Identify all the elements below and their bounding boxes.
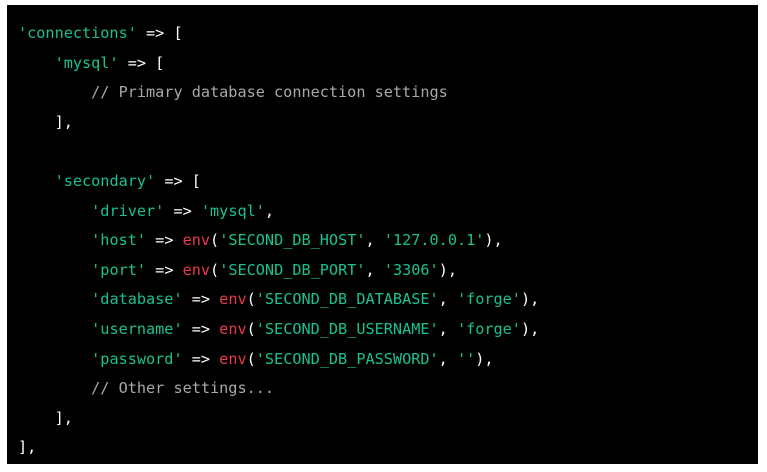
code-line: ], — [18, 404, 758, 434]
code-string: 'host' — [91, 231, 147, 250]
code-string: 'SECOND_DB_PORT' — [219, 260, 366, 279]
code-punctuation: => — [182, 290, 220, 309]
code-punctuation: ], — [54, 408, 73, 427]
code-punctuation: => — [182, 349, 220, 368]
code-line — [18, 137, 758, 167]
code-indent — [18, 113, 55, 131]
code-punctuation: ), — [520, 319, 540, 338]
code-string: '127.0.0.1' — [383, 231, 485, 250]
code-punctuation: ), — [475, 349, 494, 368]
code-punctuation: => [ — [136, 24, 183, 42]
code-indent — [18, 231, 91, 249]
code-punctuation: ( — [210, 260, 220, 279]
code-string: 'mysql' — [54, 53, 119, 72]
code-punctuation: ( — [246, 290, 256, 309]
code-string: 'mysql' — [200, 201, 265, 220]
code-line: ], — [18, 108, 758, 138]
code-indent — [18, 320, 91, 338]
code-punctuation: => — [164, 201, 201, 220]
code-punctuation: ), — [520, 290, 540, 309]
code-punctuation: => — [146, 231, 183, 250]
code-punctuation: => [ — [118, 53, 165, 72]
code-line: 'driver' => 'mysql', — [18, 197, 758, 227]
code-punctuation: => — [182, 319, 220, 338]
code-function: env — [219, 349, 247, 368]
code-string: 'forge' — [456, 319, 521, 338]
code-string: 'database' — [91, 290, 183, 309]
code-line: ], — [18, 433, 758, 463]
code-lines: 'connections' => [ 'mysql' => [ // Prima… — [18, 19, 758, 463]
code-indent — [18, 261, 91, 279]
code-line: 'username' => env('SECOND_DB_USERNAME', … — [18, 315, 758, 345]
code-line: 'connections' => [ — [18, 19, 758, 49]
code-line: 'host' => env('SECOND_DB_HOST', '127.0.0… — [18, 226, 758, 256]
code-string: 'secondary' — [54, 171, 156, 190]
code-string: 'SECOND_DB_PASSWORD' — [255, 349, 439, 368]
code-punctuation: , — [365, 260, 384, 279]
code-function: env — [219, 319, 247, 338]
code-string: 'SECOND_DB_DATABASE' — [255, 290, 439, 309]
code-string: '' — [456, 349, 476, 368]
code-string: 'password' — [91, 349, 183, 368]
code-punctuation: , — [264, 201, 275, 220]
code-block[interactable]: 'connections' => [ 'mysql' => [ // Prima… — [7, 5, 758, 464]
code-line: // Other settings... — [18, 374, 758, 404]
code-punctuation: ( — [210, 231, 220, 250]
code-punctuation: ], — [18, 438, 37, 457]
code-punctuation: ( — [246, 319, 256, 338]
code-comment: // Primary database connection settings — [91, 83, 448, 102]
code-punctuation: ), — [438, 260, 457, 279]
code-indent — [18, 172, 55, 190]
code-indent — [18, 350, 91, 368]
code-string: 'connections' — [18, 24, 137, 42]
code-indent — [18, 290, 91, 308]
code-punctuation: => [ — [155, 171, 201, 190]
code-string: 'driver' — [91, 201, 165, 220]
code-line: 'database' => env('SECOND_DB_DATABASE', … — [18, 285, 758, 315]
code-punctuation: , — [438, 349, 457, 368]
code-punctuation: => — [146, 260, 183, 279]
code-string: 'port' — [91, 260, 147, 279]
code-punctuation: , — [365, 231, 384, 250]
code-punctuation: ), — [484, 231, 503, 250]
code-line: 'port' => env('SECOND_DB_PORT', '3306'), — [18, 256, 758, 286]
code-line: 'mysql' => [ — [18, 49, 758, 79]
code-indent — [18, 54, 55, 72]
code-function: env — [182, 231, 211, 250]
code-punctuation: ], — [54, 112, 73, 131]
code-punctuation: ( — [246, 349, 256, 368]
code-function: env — [182, 260, 211, 279]
code-function: env — [219, 290, 247, 309]
code-indent — [18, 379, 91, 397]
code-string: 'SECOND_DB_HOST' — [219, 231, 366, 250]
code-string: 'username' — [91, 319, 183, 338]
code-string: 'forge' — [456, 290, 521, 309]
code-comment: // Other settings... — [91, 379, 275, 398]
code-indent — [18, 409, 55, 427]
code-string: '3306' — [383, 260, 439, 279]
code-punctuation: , — [438, 290, 457, 309]
code-indent — [18, 83, 91, 101]
code-indent — [18, 202, 91, 220]
code-punctuation: , — [438, 319, 457, 338]
code-line: 'secondary' => [ — [18, 167, 758, 197]
code-line: // Primary database connection settings — [18, 78, 758, 108]
code-string: 'SECOND_DB_USERNAME' — [255, 319, 439, 338]
code-line: 'password' => env('SECOND_DB_PASSWORD', … — [18, 345, 758, 375]
